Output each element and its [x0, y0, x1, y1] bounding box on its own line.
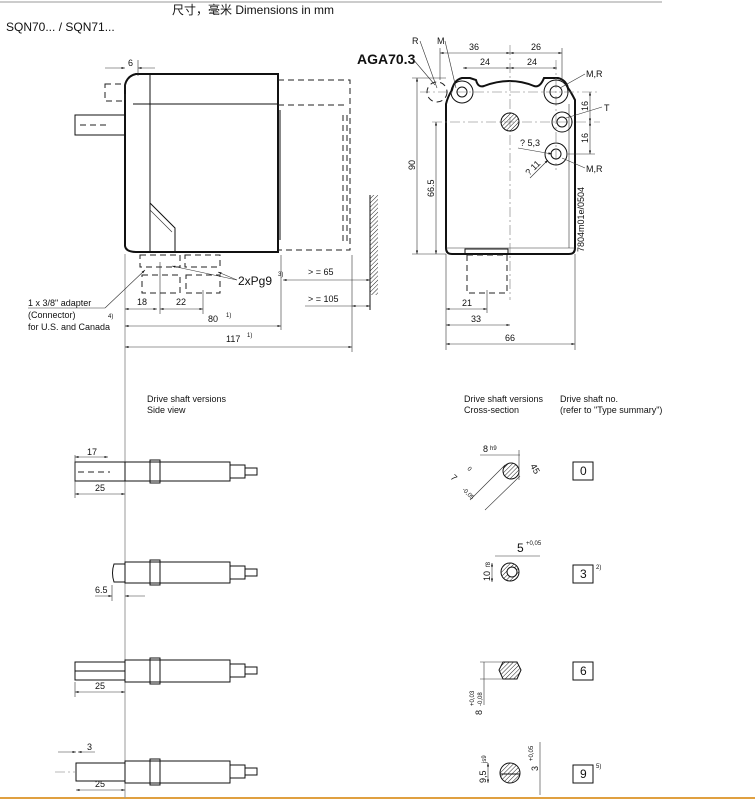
shaft-row-9: 3 25 9,5 js9 3 +0,05 9 5): [55, 742, 601, 795]
aga-hole: [426, 81, 448, 103]
dim-80-note: 1): [226, 313, 231, 319]
shaft-hatched: [500, 112, 520, 132]
label-t: T: [604, 103, 610, 113]
front-view: AGA70.3 R M M,R T M,R 36 26 24 24 16 16 …: [357, 36, 610, 350]
cross-title-1: Drive shaft versions: [464, 394, 544, 404]
adapter-line3: for U.S. and Canada: [28, 322, 110, 332]
angle-row0: 45: [528, 462, 542, 476]
dim-d11: ? 11: [523, 158, 542, 177]
shaft-no-6: 6: [580, 664, 587, 678]
drawing-number: 7804m01e/0504: [576, 187, 586, 252]
adapter-line1: 1 x 3/8" adapter: [28, 298, 91, 308]
dim-80: 80: [208, 314, 218, 324]
cs-main-row9: 9,5: [478, 770, 488, 783]
cs-main-row0: 8: [483, 444, 488, 454]
dim-6: 6: [128, 58, 133, 68]
drive-shaft-section: Drive shaft versions Side view Drive sha…: [55, 394, 662, 795]
dim-3-side: 3: [87, 742, 92, 752]
cs-main-row6: 8: [474, 710, 484, 715]
no-title-1: Drive shaft no.: [560, 394, 618, 404]
cs-tol-row9: js9: [482, 755, 488, 764]
shaft-no-box-9: [572, 764, 594, 784]
cs2-row0: 7: [449, 472, 460, 483]
wall-hatch: [370, 195, 378, 295]
aga-label: AGA70.3: [357, 51, 416, 67]
actuator-body-side: [124, 73, 279, 253]
cs-tol-row3: f8: [486, 561, 492, 567]
dim-36: 36: [469, 42, 479, 52]
pg9-label: 2xPg9: [238, 274, 272, 288]
cs-main-row3: 10: [482, 571, 492, 581]
dim-18: 18: [137, 297, 147, 307]
cs2-tol-up-row0: 0: [466, 466, 473, 473]
shaft-no-3: 3: [580, 567, 587, 581]
cs-tol-row0: h9: [490, 446, 497, 452]
label-mr-bottom: M,R: [586, 164, 603, 174]
label-r: R: [412, 36, 419, 46]
dim-min-65: > = 65: [308, 267, 334, 277]
no-title-2: (refer to "Type summary"): [560, 405, 662, 415]
dim-d5-3: ? 5,3: [520, 138, 540, 148]
shaft-no-box-0: [572, 461, 594, 481]
dim-17: 17: [87, 447, 97, 457]
label-mr-top: M,R: [586, 69, 603, 79]
dim-33: 33: [471, 314, 481, 324]
dim-66-5: 66.5: [426, 179, 436, 197]
shaft-no-box-3: [572, 564, 594, 584]
dimensions-title: 尺寸，毫米 Dimensions in mm: [172, 2, 334, 17]
cs2-row3: 5: [517, 541, 524, 555]
cs2-tol-row9: +0,05: [529, 745, 535, 761]
hole-m: [450, 80, 474, 104]
cs-tol2-row6: -0,08: [478, 692, 484, 706]
product-title: SQN70... / SQN71...: [6, 20, 115, 34]
hole-mr-top: [543, 79, 569, 105]
cs2-tol-row0: -0,05: [461, 487, 475, 501]
dim-25-row9: 25: [95, 779, 105, 789]
dim-16-bottom: 16: [580, 133, 590, 143]
dim-22: 22: [176, 297, 186, 307]
shaft-note-3: 2): [596, 565, 601, 571]
shaft-no-box-6: [572, 661, 594, 681]
dim-117: 117: [226, 334, 240, 344]
dim-24-left: 24: [480, 57, 490, 67]
dim-21: 21: [462, 298, 472, 308]
cs2-row9: 3: [530, 766, 540, 771]
dim-min-105: > = 105: [308, 294, 339, 304]
side-view: 6 18 22 80 1) 117 1) > = 65 > = 105 2xPg…: [28, 58, 378, 798]
adapter-note: 4): [108, 314, 113, 320]
side-title-1: Drive shaft versions: [147, 394, 227, 404]
adapter-line2: (Connector): [28, 310, 76, 320]
cs2-tol-row3: +0,05: [526, 541, 542, 547]
hole-mr-bottom: [544, 142, 568, 166]
shaft-no-0: 0: [580, 464, 587, 478]
dim-16-top: 16: [580, 101, 590, 111]
cs-tol-row6: +0,03: [470, 690, 476, 706]
shaft-row-3: 6.5 5 +0,05 10 f8 3 2): [95, 541, 601, 601]
label-m: M: [437, 36, 445, 46]
dim-25-row0: 25: [95, 483, 105, 493]
actuator-body-front: [445, 77, 576, 255]
side-title-2: Side view: [147, 405, 186, 415]
drive-shaft-side: [74, 114, 126, 136]
shaft-row-6: 25 8 +0,03 -0,08 6: [74, 657, 594, 715]
dim-6-5: 6.5: [95, 585, 108, 595]
aga-extension-outline: [278, 79, 351, 251]
dim-117-note: 1): [247, 333, 252, 339]
dim-25-row6: 25: [95, 681, 105, 691]
shaft-row-0: 17 25 8 h9 45 7 -0,05 0 0: [74, 444, 594, 511]
shaft-note-9: 5): [596, 764, 601, 770]
hole-t: [551, 111, 573, 133]
dim-90: 90: [407, 160, 417, 170]
dim-24-right: 24: [527, 57, 537, 67]
shaft-no-9: 9: [580, 767, 587, 781]
pg9-note: 3): [278, 272, 283, 278]
dim-66: 66: [505, 333, 515, 343]
dim-26: 26: [531, 42, 541, 52]
cable-gland-front: [466, 254, 508, 294]
cross-title-2: Cross-section: [464, 405, 519, 415]
